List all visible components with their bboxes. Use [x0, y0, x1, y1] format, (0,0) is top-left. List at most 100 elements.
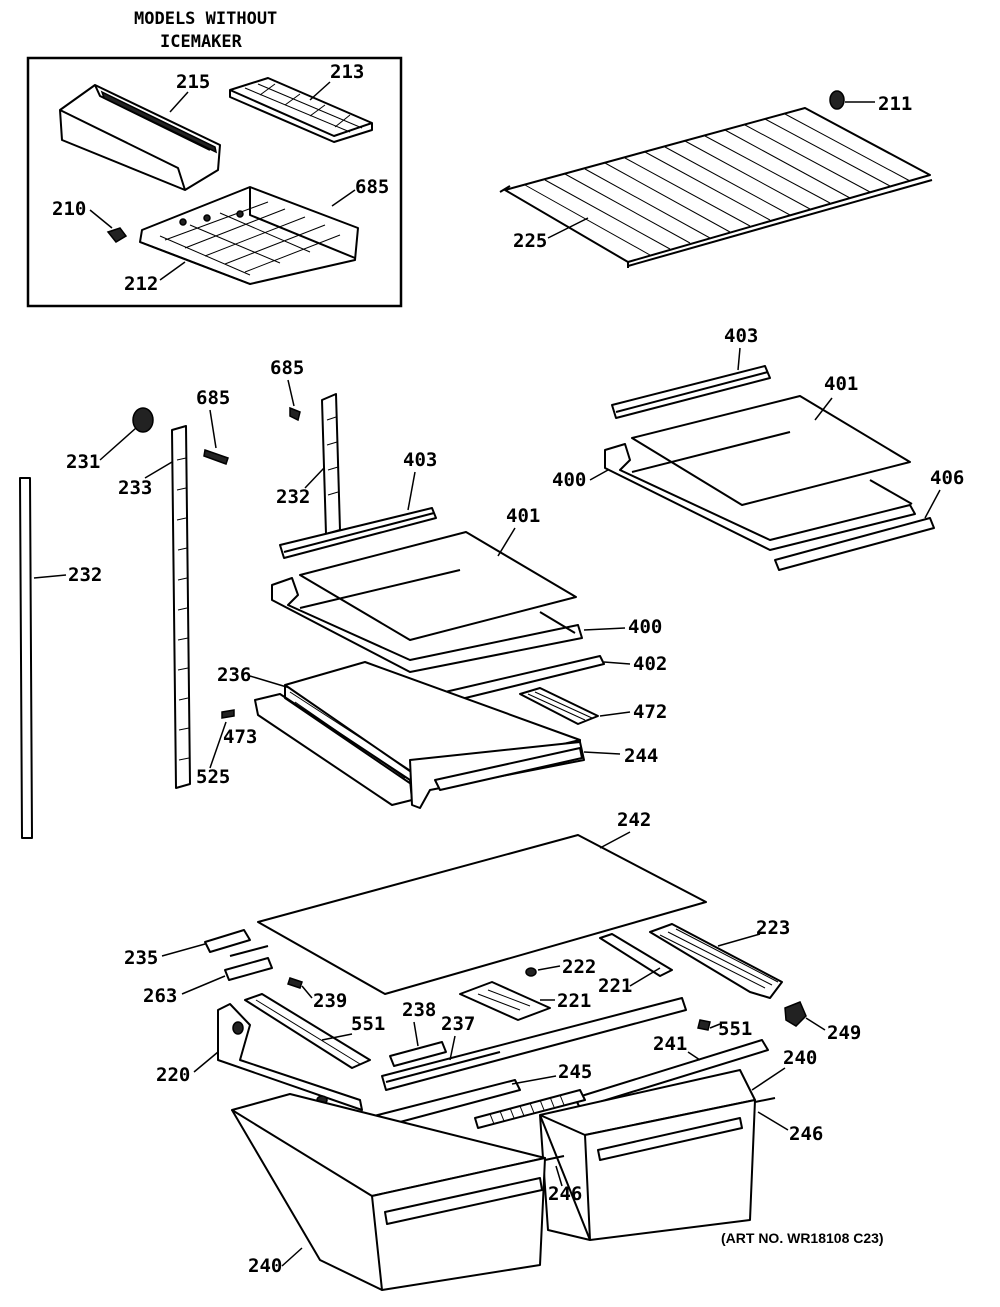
- callout-244: 244: [624, 745, 658, 767]
- trim-403-right: [611, 365, 771, 419]
- bracket-235: [204, 929, 251, 953]
- leader-221a: [321, 1033, 353, 1041]
- leader-244: [583, 751, 621, 755]
- callout-215: 215: [176, 71, 210, 93]
- callout-249: 249: [827, 1022, 861, 1044]
- art-number: (ART NO. WR18108 C23): [721, 1230, 884, 1246]
- leader-221b: [629, 967, 661, 987]
- callout-231: 231: [66, 451, 100, 473]
- bracket-221-left: [244, 993, 371, 1069]
- leader-237: [449, 1035, 456, 1061]
- leader-570: [209, 409, 217, 449]
- leader-213: [309, 81, 331, 101]
- leader-245: [511, 1075, 557, 1085]
- callout-403a: 403: [403, 449, 437, 471]
- leader-263: [181, 975, 226, 995]
- callout-212: 212: [124, 273, 158, 295]
- callout-240a: 240: [783, 1047, 817, 1069]
- callout-472: 472: [633, 701, 667, 723]
- callout-401a: 401: [506, 505, 540, 527]
- callout-221b: 221: [598, 975, 632, 997]
- leader-403a: [407, 471, 416, 511]
- leader-402: [603, 661, 631, 665]
- leader-210: [89, 209, 113, 229]
- ice-tray-213: [229, 77, 373, 143]
- rail-232-center: [321, 393, 341, 535]
- bracket-221-right: [599, 933, 673, 977]
- glass-cover-242: [257, 834, 707, 995]
- callout-570: 685: [196, 387, 230, 409]
- rail-233: [171, 425, 191, 789]
- pan-244: [409, 741, 585, 809]
- leader-551b: [709, 1023, 721, 1029]
- callout-239: 221: [557, 990, 591, 1012]
- leader-246b: [757, 1111, 789, 1131]
- callout-246a: 246: [548, 1183, 582, 1205]
- leader-238: [413, 1021, 419, 1047]
- callout-222: 222: [562, 956, 596, 978]
- strip-263: [224, 945, 273, 981]
- leader-400b: [589, 469, 609, 481]
- leader-220: [193, 1051, 219, 1073]
- callout-220: 220: [156, 1064, 190, 1086]
- inset-title-line1: MODELS WITHOUT: [134, 9, 277, 29]
- callout-401b: 401: [824, 373, 858, 395]
- leader-225: [547, 217, 589, 239]
- screw-570: [203, 448, 229, 465]
- callout-237: 237: [441, 1013, 475, 1035]
- callout-551b: 551: [718, 1018, 752, 1040]
- leader-472: [599, 711, 631, 717]
- leader-240b: [281, 1247, 303, 1267]
- screw-551-left: [287, 977, 303, 989]
- leader-233: [144, 461, 173, 479]
- leader-241: [687, 1051, 701, 1061]
- callout-221a: 551: [351, 1013, 385, 1035]
- clip-210: [106, 227, 128, 243]
- screw-211: [829, 90, 845, 110]
- screw-473: [221, 709, 235, 719]
- callout-236: 236: [217, 664, 251, 686]
- leader-232a: [33, 574, 67, 579]
- leader-215: [169, 91, 189, 113]
- callout-400a: 400: [628, 616, 662, 638]
- support-223: [649, 923, 783, 999]
- callout-210: 210: [52, 198, 86, 220]
- leader-222: [537, 965, 561, 971]
- inset-title-line2: ICEMAKER: [160, 32, 243, 52]
- shelf-frame-400-center: [271, 569, 583, 673]
- wire-shelf-225: [499, 107, 933, 268]
- plate-239: [459, 981, 551, 1021]
- glass-shelf-401-right: [631, 395, 911, 506]
- callout-233: 233: [118, 477, 152, 499]
- leader-242: [599, 831, 631, 849]
- handle-246-right: [754, 1097, 776, 1103]
- callout-223: 223: [756, 917, 790, 939]
- callout-238: 238: [402, 999, 436, 1021]
- callout-685b: 685: [270, 357, 304, 379]
- leader-231: [99, 427, 137, 461]
- callout-406: 406: [930, 467, 964, 489]
- callout-263: 263: [143, 985, 177, 1007]
- callout-400b: 400: [552, 469, 586, 491]
- ice-rack-685: [139, 186, 359, 285]
- callout-232a: 232: [68, 564, 102, 586]
- callout-473: 473: [223, 726, 257, 748]
- trim-406: [774, 517, 935, 571]
- leader-401a: [497, 527, 516, 557]
- leader-525: [209, 721, 227, 769]
- callout-551a: 239: [313, 990, 347, 1012]
- leader-232b: [304, 467, 325, 489]
- leader-551a: [301, 985, 313, 999]
- crisper-drawer-left: [231, 1093, 565, 1291]
- screw-685: [289, 406, 301, 422]
- leader-212: [159, 261, 186, 281]
- callout-225: 225: [513, 230, 547, 252]
- leader-246a: [555, 1165, 563, 1187]
- callout-525: 525: [196, 766, 230, 788]
- leader-249: [805, 1017, 826, 1031]
- leader-235: [161, 943, 206, 957]
- callout-246b: 246: [789, 1123, 823, 1145]
- trim-403-center: [279, 507, 437, 559]
- callout-241: 241: [653, 1033, 687, 1055]
